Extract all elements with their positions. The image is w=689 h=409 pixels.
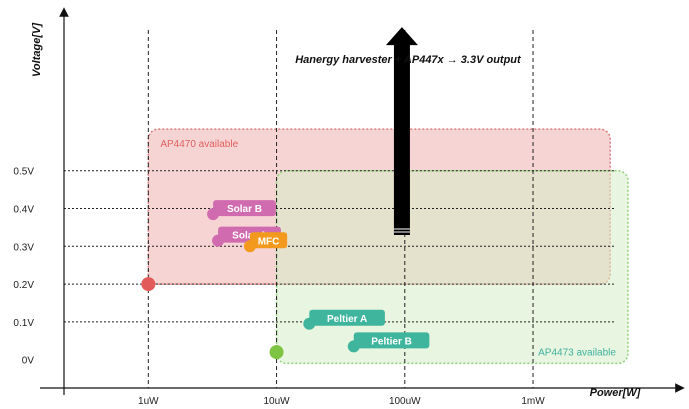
source-label-2: MFC xyxy=(258,236,280,247)
source-label-box-0 xyxy=(213,200,276,217)
source-label-1: Solar A xyxy=(232,231,267,242)
source-label-box-2 xyxy=(249,232,288,249)
x-tick-label-2: 100uW xyxy=(389,396,421,407)
y-tick-label-0: 0V xyxy=(22,356,35,367)
x-tick-label-0: 1uW xyxy=(138,396,159,407)
x-tick-label-1: 10uW xyxy=(263,396,290,407)
arrow-layer: Hanergy harvester + AP447x → 3.3V output xyxy=(295,27,522,235)
y-tick-label-3: 0.3V xyxy=(13,242,34,253)
region-label-0: AP4470 available xyxy=(160,139,238,150)
x-tick-label-3: 1mW xyxy=(521,396,545,407)
region-box-1 xyxy=(275,169,629,365)
source-label-box-3 xyxy=(309,309,385,326)
marker-point-0 xyxy=(141,277,156,292)
marker-point-1 xyxy=(269,345,284,360)
y-tick-label-5: 0.5V xyxy=(13,167,34,178)
source-label-4: Peltier B xyxy=(371,336,412,347)
region-label-1: AP4473 available xyxy=(538,347,616,358)
y-tick-label-4: 0.4V xyxy=(13,205,34,216)
y-tick-label-1: 0.1V xyxy=(13,318,34,329)
x-axis-title: Power[W] xyxy=(590,387,641,399)
source-label-box-4 xyxy=(353,332,430,349)
arrow-label: Hanergy harvester + AP447x → 3.3V output xyxy=(295,54,522,66)
y-axis-title: Voltage[V] xyxy=(31,23,43,77)
y-tick-label-2: 0.2V xyxy=(13,280,34,291)
source-label-0: Solar B xyxy=(227,204,262,215)
upward-arrow xyxy=(385,27,418,235)
source-label-3: Peltier A xyxy=(327,314,367,325)
ticks-layer: 1uW 10uW 100uW 1mW 0V 0.1V 0.2V 0.3V 0.4V 0.5V xyxy=(13,167,545,407)
